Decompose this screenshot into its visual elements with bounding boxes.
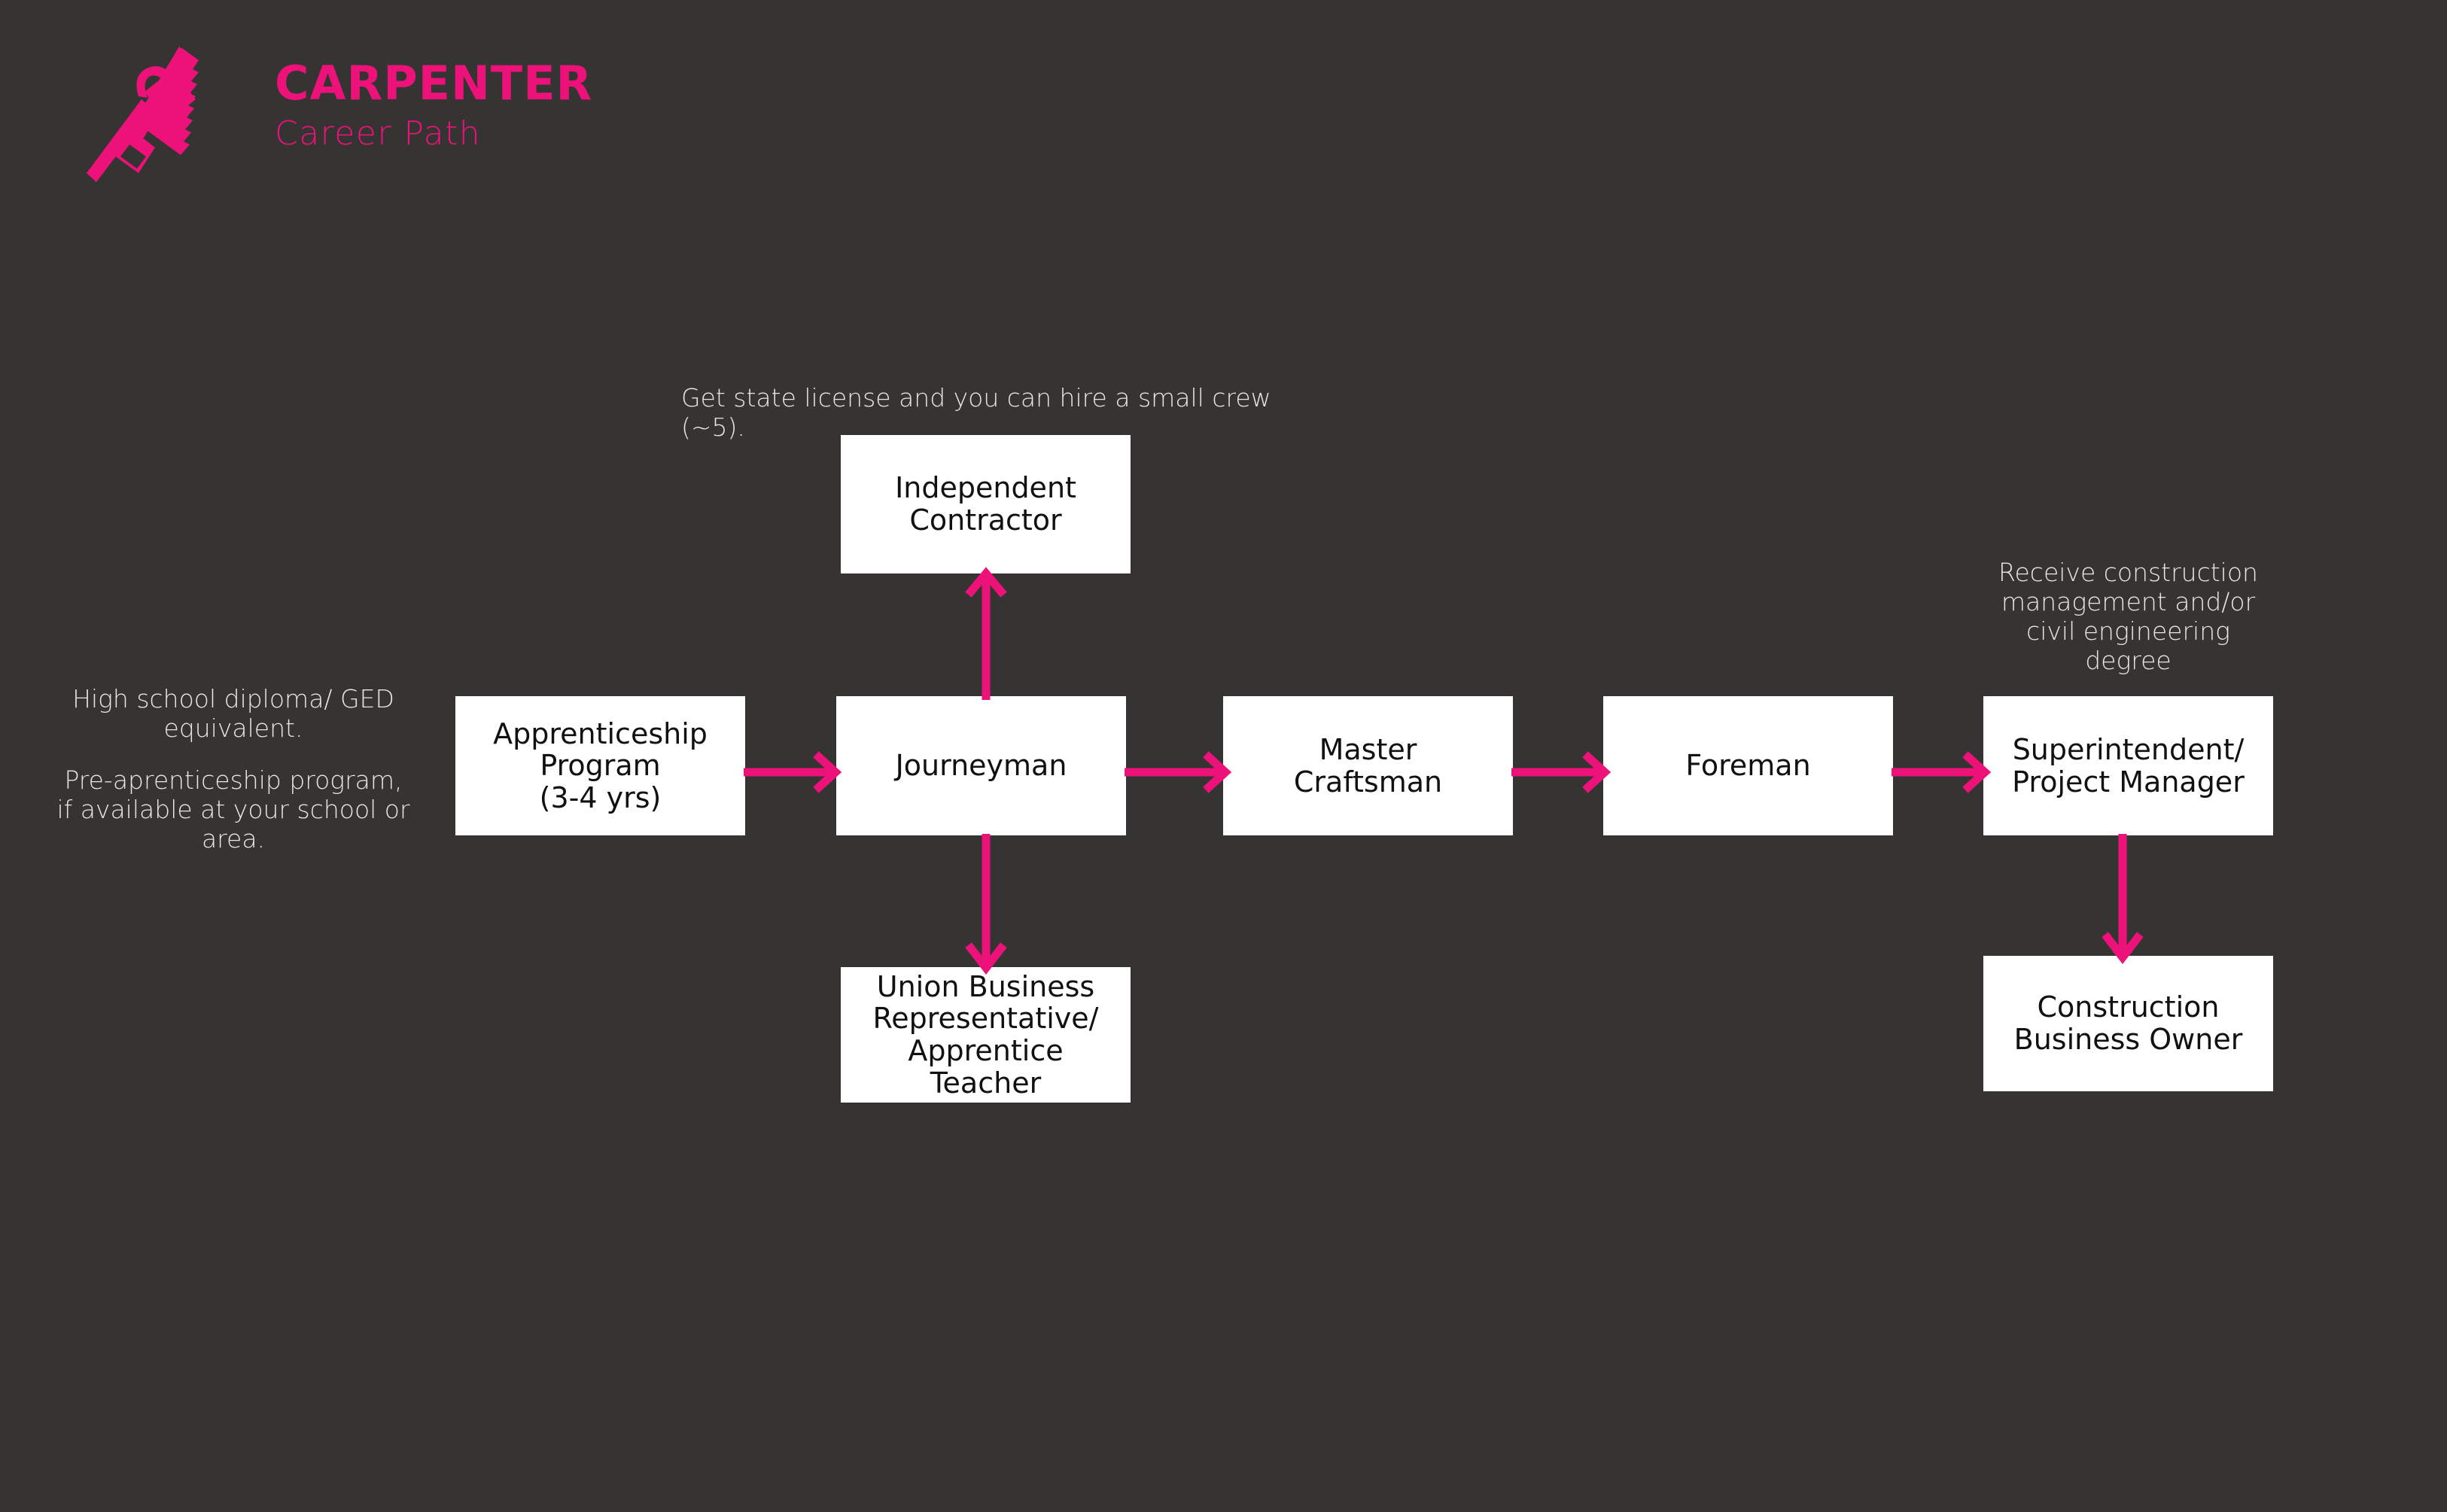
note-line: High school diploma/ GED (72, 684, 394, 713)
arrow-journeyman-to-union-business-representative (965, 834, 1007, 975)
arrow-master-craftsman-to-foreman (1511, 751, 1612, 793)
node-union-business-representative[interactable]: Union Business Representative/ Apprentic… (841, 967, 1131, 1103)
node-line: Contractor (909, 503, 1062, 537)
node-construction-business-owner[interactable]: Construction Business Owner (1983, 956, 2273, 1091)
node-master-craftsman[interactable]: Master Craftsman (1223, 696, 1513, 835)
note-spacer (45, 744, 422, 766)
arrow-journeyman-to-independent-contractor (965, 567, 1007, 700)
note-line: civil engineering (2026, 616, 2230, 646)
node-line: Program (540, 749, 661, 783)
note-line: degree (2085, 645, 2172, 675)
logo-wordmark: CARPENTER Career Path (275, 60, 606, 151)
node-line: Representative/ (872, 1002, 1099, 1036)
arrow-journeyman-to-master-craftsman (1125, 751, 1232, 793)
node-line: Superintendent/ (2012, 732, 2245, 766)
note-independent-contractor: Get state license and you can hire a sma… (681, 383, 1329, 443)
node-line: (3-4 yrs) (539, 780, 662, 814)
arrow-foreman-to-superintendent (1892, 751, 1992, 793)
node-apprenticeship-program[interactable]: Apprenticeship Program (3-4 yrs) (455, 696, 745, 835)
node-line: Craftsman (1293, 765, 1443, 799)
node-line: Apprentice Teacher (908, 1034, 1064, 1100)
note-line: area. (201, 823, 266, 853)
node-line: Master (1319, 732, 1417, 766)
node-line: Apprenticeship (493, 716, 708, 750)
note-line: Receive construction (1998, 558, 2258, 587)
logo-subtitle: Career Path (275, 114, 482, 153)
node-journeyman[interactable]: Journeyman (836, 696, 1126, 835)
note-line: Get state license and you can hire a sma… (681, 383, 1271, 442)
note-line: Pre-aprenticeship program, (64, 765, 403, 795)
logo: CARPENTER Career Path (83, 44, 610, 187)
node-line: Journeyman (895, 749, 1067, 783)
note-line: equivalent. (163, 713, 303, 743)
logo-title: CARPENTER (275, 56, 593, 111)
node-line: Project Manager (2012, 765, 2245, 799)
note-line: management and/or (2001, 586, 2256, 616)
node-line: Union Business (876, 969, 1095, 1003)
note-entry-requirements: High school diploma/ GED equivalent. Pre… (45, 684, 422, 854)
node-superintendent-project-manager[interactable]: Superintendent/ Project Manager (1983, 696, 2273, 835)
node-foreman[interactable]: Foreman (1603, 696, 1893, 835)
hammer-and-saw-icon (83, 44, 271, 187)
node-independent-contractor[interactable]: Independent Contractor (841, 435, 1131, 573)
arrow-apprenticeship-to-journeyman (744, 751, 842, 793)
note-line: if available at your school or (56, 794, 410, 824)
node-line: Foreman (1685, 749, 1811, 783)
node-line: Construction (2037, 990, 2220, 1024)
node-line: Business Owner (2013, 1023, 2243, 1056)
arrow-superintendent-to-construction-business-owner (2102, 834, 2144, 965)
note-superintendent: Receive construction management and/or c… (1968, 558, 2288, 676)
node-line: Independent (895, 471, 1076, 505)
